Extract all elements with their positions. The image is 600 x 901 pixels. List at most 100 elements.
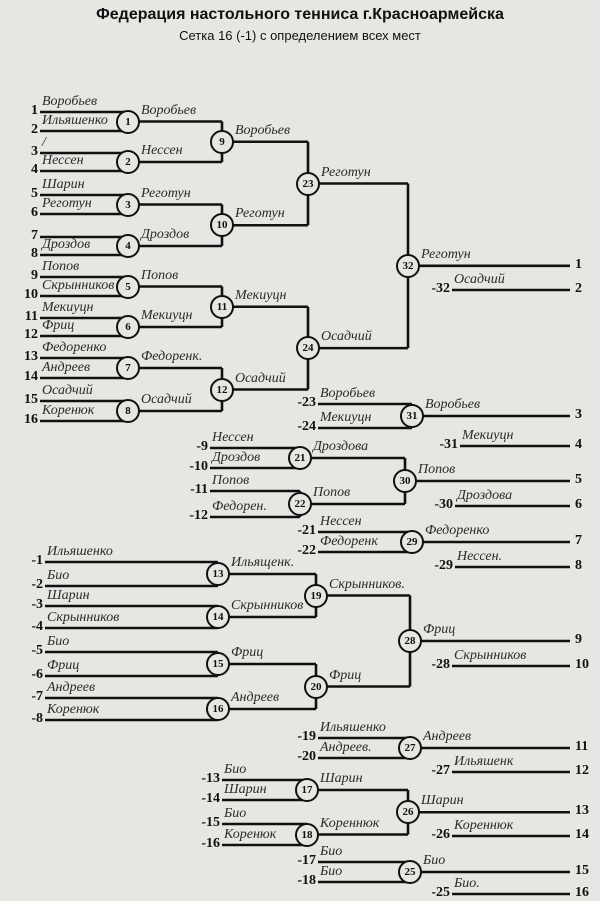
- loser-slot-29-player-name: Нессен.: [457, 549, 503, 564]
- loser-slot-30-label: -30: [434, 497, 453, 512]
- slot-24-player-name: Мекиуцн: [320, 410, 372, 425]
- match-10-winner-name: Реготун: [235, 206, 285, 222]
- seed-12-player-name: Фриц: [42, 318, 75, 333]
- slot-9-player-name: Нессен: [212, 430, 254, 445]
- loser-slot-30-player-name: Дроздова: [457, 488, 513, 503]
- slot-15-player-name: Био: [224, 806, 247, 821]
- slot-11-label: -11: [190, 482, 208, 497]
- match-4-winner-name: Дроздов: [141, 227, 190, 242]
- seed-9-player-name: Попов: [42, 259, 80, 274]
- loser-slot-27-label: -27: [431, 763, 450, 778]
- match-13-number-circle: 13: [206, 562, 230, 586]
- match-6-number-circle: 6: [116, 315, 140, 339]
- match-14-winner-name: Скрынников: [231, 598, 304, 613]
- loser-slot-32-player-name: Осадчий: [454, 272, 505, 287]
- slot-12-label: -12: [189, 508, 208, 523]
- match-20-winner-name: Фриц: [329, 667, 362, 683]
- match-12-winner-name: Осадчий: [235, 370, 286, 386]
- slot-4-label: -4: [31, 619, 43, 634]
- place-12-label: 12: [575, 763, 589, 778]
- match-32-winner-name: Реготун: [421, 246, 471, 262]
- match-26-number-circle: 26: [396, 800, 420, 825]
- match-10-number-circle: 10: [210, 213, 234, 238]
- loser-slot-27-player-name: Ильяшенк: [454, 754, 514, 769]
- slot-2-player-name: Био: [47, 568, 70, 583]
- seed-4-label: 4: [31, 162, 38, 177]
- match-8-winner-name: Осадчий: [141, 392, 192, 407]
- seed-12-label: 12: [24, 327, 38, 342]
- slot-7-player-name: Андреев: [47, 680, 96, 695]
- place-15-label: 15: [575, 863, 589, 878]
- loser-slot-26-player-name: Кореннюк: [454, 818, 514, 833]
- place-10-label: 10: [575, 657, 589, 672]
- page-subtitle: Сетка 16 (-1) с определением всех мест: [179, 28, 421, 43]
- slot-18-player-name: Био: [320, 864, 343, 879]
- match-27-number-circle: 27: [398, 736, 422, 760]
- match-5-number-circle: 5: [116, 274, 140, 299]
- slot-3-label: -3: [31, 597, 43, 612]
- slot-23-label: -23: [297, 395, 316, 410]
- loser-slot-26-label: -26: [431, 827, 450, 842]
- seed-5-player-name: Шарин: [42, 177, 85, 192]
- seed-10-player-name: Скрынников: [42, 278, 115, 293]
- seed-8-player-name: Дроздов: [42, 237, 91, 252]
- seed-6-label: 6: [31, 205, 38, 220]
- match-25-winner-name: Био: [423, 853, 446, 868]
- slot-14-label: -14: [201, 791, 220, 806]
- seed-11-player-name: Мекиуцн: [42, 300, 94, 315]
- match-4-number-circle: 4: [116, 234, 140, 258]
- seed-3-label: 3: [31, 144, 38, 159]
- loser-slot-29-label: -29: [434, 558, 453, 573]
- slot-10-player-name: Дроздов: [212, 450, 261, 465]
- place-4-label: 4: [575, 437, 582, 452]
- slot-2-label: -2: [31, 577, 43, 592]
- match-31-winner-name: Воробьев: [425, 397, 481, 412]
- slot-22-label: -22: [297, 543, 316, 558]
- seed-16-label: 16: [24, 412, 38, 427]
- slot-11-player-name: Попов: [212, 473, 250, 488]
- seed-5-label: 5: [31, 186, 38, 201]
- slot-3-player-name: Шарин: [47, 588, 90, 603]
- match-9-number-circle: 9: [210, 129, 234, 154]
- match-20-number-circle: 20: [304, 674, 328, 699]
- seed-15-player-name: Осадчий: [42, 383, 93, 398]
- slot-5-player-name: Био: [47, 634, 70, 649]
- slot-17-player-name: Био: [320, 844, 343, 859]
- match-30-winner-name: Попов: [418, 462, 456, 477]
- match-3-winner-name: Реготун: [141, 185, 191, 201]
- seed-11-label: 11: [24, 309, 38, 324]
- match-28-winner-name: Фриц: [423, 622, 456, 637]
- loser-slot-31-label: -31: [439, 437, 458, 452]
- loser-slot-32-label: -32: [431, 281, 450, 296]
- page-title: Федерация настольного тенниса г.Красноар…: [96, 6, 504, 23]
- seed-16-player-name: Коренюк: [42, 403, 95, 418]
- match-29-number-circle: 29: [400, 530, 424, 554]
- match-1-number-circle: 1: [116, 109, 140, 134]
- seed-3-player-name: /: [42, 135, 46, 150]
- seed-13-player-name: Федоренко: [42, 340, 107, 355]
- match-23-winner-name: Реготун: [321, 164, 371, 180]
- loser-slot-28-label: -28: [431, 657, 450, 672]
- match-15-number-circle: 15: [206, 652, 230, 676]
- slot-6-label: -6: [31, 667, 43, 682]
- place-11-label: 11: [575, 739, 589, 754]
- match-1-winner-name: Воробьев: [141, 102, 197, 118]
- seed-1-label: 1: [31, 103, 38, 118]
- place-6-label: 6: [575, 497, 582, 512]
- slot-10-label: -10: [189, 459, 208, 474]
- match-9-winner-name: Воробьев: [235, 122, 291, 138]
- slot-12-player-name: Федорен.: [212, 499, 267, 514]
- slot-4-player-name: Скрынников: [47, 610, 120, 625]
- slot-9-label: -9: [196, 439, 208, 454]
- seed-14-player-name: Андреев: [42, 360, 91, 375]
- seed-13-label: 13: [24, 349, 38, 364]
- slot-24-label: -24: [297, 419, 316, 434]
- seed-10-label: 10: [24, 287, 38, 302]
- slot-16-label: -16: [201, 836, 220, 851]
- seed-14-label: 14: [24, 369, 38, 384]
- seed-9-label: 9: [31, 268, 38, 283]
- match-31-number-circle: 31: [400, 404, 424, 428]
- loser-slot-31-player-name: Мекиуцн: [462, 428, 514, 443]
- slot-20-label: -20: [297, 749, 316, 764]
- place-5-label: 5: [575, 472, 582, 487]
